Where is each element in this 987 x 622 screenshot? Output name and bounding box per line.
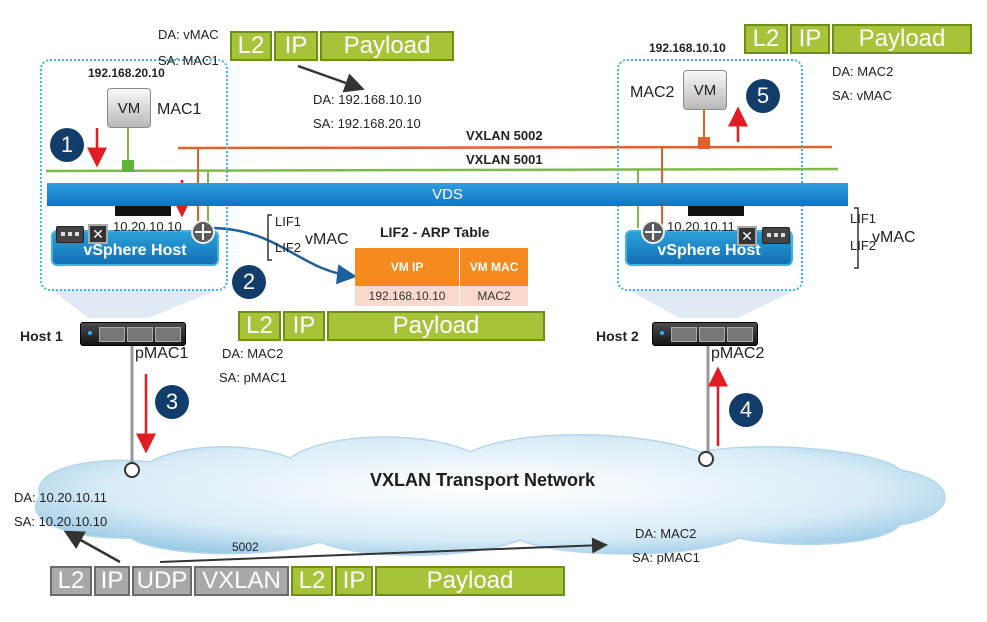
packet-seg-l2: L2 [744, 24, 788, 54]
host2-server-icon [652, 322, 758, 346]
packet-seg-l2: L2 [238, 311, 281, 341]
step-2-badge: 2 [232, 265, 266, 299]
host2-boundary [617, 59, 803, 291]
packet-seg-outer-l2: L2 [50, 566, 92, 596]
step-1-badge: 1 [50, 128, 84, 162]
tl-ip-da-label: DA: 192.168.10.10 [313, 92, 422, 107]
packet-bottom: L2 IP UDP VXLAN L2 IP Payload [50, 566, 567, 596]
step-5-number: 5 [756, 83, 770, 108]
packet-seg-udp: UDP [132, 566, 192, 596]
tl-ip-sa-label: SA: 192.168.20.10 [313, 116, 421, 131]
host2-x-icon: ✕ [737, 226, 757, 246]
host2-vm: VM [683, 70, 727, 110]
packet-seg-ip: IP [790, 24, 830, 54]
arp-row-mac: MAC2 [459, 286, 529, 306]
step-3-number: 3 [165, 389, 179, 414]
host2-vsphere-label: vSphere Host [657, 242, 761, 259]
packet-seg-ip: IP [274, 31, 318, 61]
packet-seg-l2: L2 [230, 31, 272, 61]
step-5-badge: 5 [746, 79, 780, 113]
bl-da-label: DA: 10.20.10.11 [14, 490, 107, 505]
host2-pmac: pMAC2 [711, 345, 765, 362]
packet-seg-payload: Payload [832, 24, 972, 54]
transport-network-label: VXLAN Transport Network [370, 470, 596, 490]
packet-seg-payload: Payload [320, 31, 454, 61]
host1-vm-mac: MAC1 [157, 101, 202, 118]
arp-table: VM IP VM MAC 192.168.10.10 MAC2 [355, 248, 529, 306]
br-da-label: DA: MAC2 [635, 526, 697, 541]
vxlan-5001-label: VXLAN 5001 [466, 152, 543, 167]
step-2-number: 2 [242, 269, 256, 294]
transport-cloud [34, 434, 946, 556]
host1-router-icon [191, 220, 215, 244]
host1-lif1: LIF1 [275, 214, 302, 229]
host2-vmac: vMAC [872, 229, 916, 246]
bl-sa-label: SA: 10.20.10.10 [14, 514, 108, 529]
host1-vtep-ip: 10.20.10.10 [113, 219, 182, 234]
host1-vm: VM [107, 88, 151, 128]
host2-lif1: LIF1 [850, 211, 877, 226]
host2-vm-label: VM [693, 81, 717, 99]
host1-name: Host 1 [20, 328, 63, 344]
tr-da-label: DA: MAC2 [832, 64, 894, 79]
host1-lif2: LIF2 [275, 240, 302, 255]
host2-name: Host 2 [596, 328, 639, 344]
packet-seg-payload: Payload [327, 311, 545, 341]
host2-lif2: LIF2 [850, 238, 877, 253]
host1-pmac: pMAC1 [135, 345, 189, 362]
host2-vm-mac: MAC2 [630, 84, 675, 101]
host1-vm-label: VM [117, 99, 141, 117]
host2-vm-ip: 192.168.10.10 [649, 41, 726, 55]
host2-router-icon [641, 220, 665, 244]
arp-col-mac: VM MAC [459, 248, 529, 286]
vxlan-5002-label: VXLAN 5002 [466, 128, 543, 143]
host1-boundary [40, 59, 228, 291]
packet-seg-ip: IP [283, 311, 325, 341]
packet-seg-outer-ip: IP [94, 566, 130, 596]
vni-label: 5002 [232, 540, 259, 554]
br-sa-label: SA: pMAC1 [632, 550, 700, 565]
tr-sa-label: SA: vMAC [832, 88, 892, 103]
packet-seg-inner-l2: L2 [291, 566, 333, 596]
arp-col-ip: VM IP [355, 248, 461, 286]
host1-switch-icon [56, 226, 84, 243]
arp-row-ip: 192.168.10.10 [355, 286, 461, 306]
mid-sa-label: SA: pMAC1 [219, 370, 287, 385]
mid-da-label: DA: MAC2 [222, 346, 284, 361]
vds-bar: VDS [47, 183, 848, 206]
step-4-number: 4 [739, 397, 753, 422]
step-3-badge: 3 [155, 385, 189, 419]
step-4-badge: 4 [729, 393, 763, 427]
packet-top-left: L2 IP Payload [230, 31, 456, 61]
tl-da-label: DA: vMAC [158, 27, 219, 42]
host1-vm-ip: 192.168.20.10 [88, 66, 165, 80]
packet-seg-inner-ip: IP [335, 566, 373, 596]
host2-switch-icon [762, 227, 790, 244]
host1-vsphere-label: vSphere Host [83, 242, 187, 259]
tl-sa-label: SA: MAC1 [158, 53, 219, 68]
packet-top-right: L2 IP Payload [744, 24, 974, 54]
packet-seg-inner-payload: Payload [375, 566, 565, 596]
step-1-number: 1 [60, 132, 74, 157]
host2-vtep-ip: 10.20.10.11 [667, 219, 735, 234]
host1-vmac: vMAC [305, 231, 349, 248]
host1-x-icon: ✕ [88, 224, 108, 244]
host1-server-icon [80, 322, 186, 346]
vds-label: VDS [432, 186, 463, 203]
packet-middle: L2 IP Payload [238, 311, 547, 341]
packet-seg-vxlan: VXLAN [194, 566, 289, 596]
arp-table-title: LIF2 - ARP Table [380, 224, 490, 240]
